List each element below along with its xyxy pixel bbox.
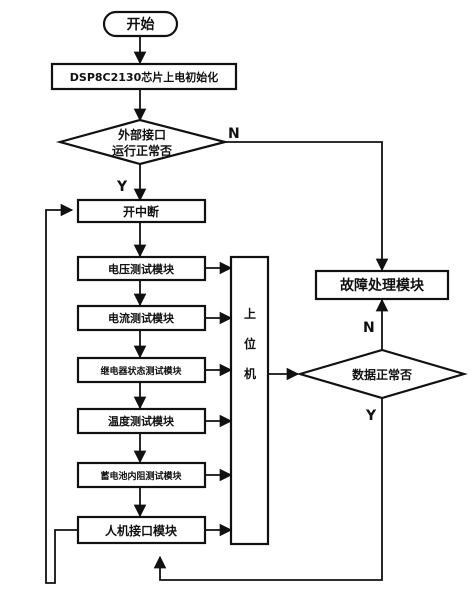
- node-check-io: 外部接口 运行正常否: [55, 118, 230, 166]
- edges: [45, 35, 389, 584]
- node-open-int: 开中断: [76, 198, 207, 224]
- voltage-test-label: 电压测试模块: [108, 262, 175, 276]
- data-check-label: 数据正常否: [352, 367, 412, 382]
- node-fault: 故障处理模块: [314, 269, 450, 301]
- edge-datacheck-yes-loop: [153, 398, 383, 581]
- node-start: 开始: [102, 10, 179, 38]
- edge-label-io-no: N: [228, 126, 240, 142]
- edge-label-io-yes: Y: [116, 179, 128, 195]
- edge-hmi-loop-openint: [45, 203, 78, 584]
- edge-label-data-no: N: [363, 320, 375, 336]
- temp-test-label: 温度测试模块: [108, 414, 175, 428]
- node-host: 上 位 机: [229, 255, 270, 546]
- current-test-label: 电流测试模块: [108, 311, 175, 325]
- node-temp-test: 温度测试模块: [76, 407, 207, 435]
- hmi-label: 人机接口模块: [105, 523, 178, 538]
- node-init: DSP8C2130芯片上电初始化: [50, 62, 238, 91]
- check-io-line1: 外部接口: [118, 127, 166, 142]
- node-hmi: 人机接口模块: [76, 515, 207, 545]
- node-relay-test: 继电器状态测试模块: [76, 356, 207, 384]
- check-io-line2: 运行正常否: [112, 143, 172, 158]
- edge-check-no-fault: [225, 141, 389, 272]
- host-label-2: 位: [244, 336, 256, 351]
- node-voltage-test: 电压测试模块: [76, 255, 207, 282]
- open-int-label: 开中断: [123, 204, 159, 219]
- battery-test-label: 蓄电池内阻测试模块: [100, 470, 182, 482]
- fault-label: 故障处理模块: [340, 277, 425, 294]
- node-current-test: 电流测试模块: [76, 304, 207, 332]
- node-data-check: 数据正常否: [296, 348, 468, 400]
- host-label-1: 上: [244, 306, 256, 321]
- start-label: 开始: [127, 16, 155, 33]
- node-battery-test: 蓄电池内阻测试模块: [76, 461, 207, 489]
- edge-label-data-yes: Y: [365, 408, 377, 424]
- relay-test-label: 继电器状态测试模块: [100, 365, 182, 377]
- host-label-3: 机: [244, 366, 256, 381]
- init-label: DSP8C2130芯片上电初始化: [70, 70, 218, 84]
